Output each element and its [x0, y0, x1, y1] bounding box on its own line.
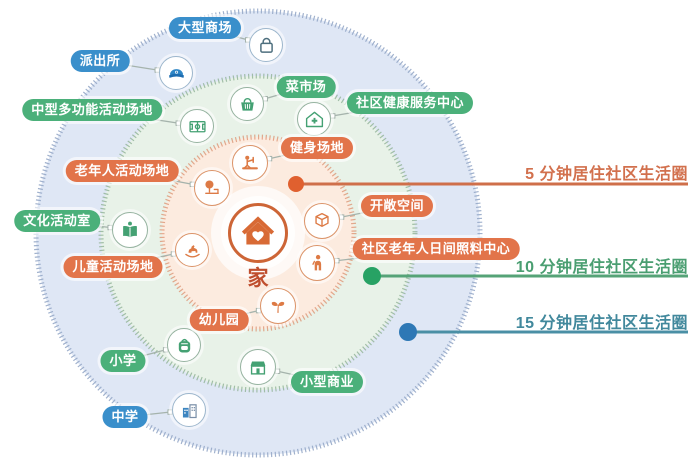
- sports-field-icon: [180, 109, 214, 143]
- storefront-icon: [240, 349, 276, 385]
- facility-pill-medium-multifunction-ground: 中型多功能活动场地: [22, 99, 162, 121]
- health-house-icon: [297, 102, 331, 136]
- home-heart-icon: [240, 213, 276, 254]
- facility-pill-small-business: 小型商业: [290, 371, 364, 393]
- legend-15min-dot: [399, 323, 417, 341]
- market-basket-icon: [230, 87, 264, 121]
- rocking-horse-icon: [175, 233, 209, 267]
- shopping-bag-icon: [249, 28, 283, 62]
- fitness-icon: [232, 145, 268, 181]
- home-node: [228, 203, 288, 263]
- legend-5min-label: 5 分钟居住社区生活圈: [525, 166, 688, 183]
- reading-book-icon: [112, 212, 148, 248]
- legend-5min-dot: [288, 176, 304, 192]
- facility-pill-large-shopping-mall: 大型商场: [168, 17, 242, 39]
- ring-10min-hatch: [98, 73, 418, 393]
- ring-15min-hatch: [33, 8, 483, 458]
- facility-pill-vegetable-market: 菜市场: [276, 76, 336, 98]
- legend-10min-dot: [363, 267, 381, 285]
- facility-pill-elderly-activity-ground: 老年人活动场地: [65, 160, 179, 182]
- police-cap-icon: [159, 56, 193, 90]
- facility-pill-fitness-ground: 健身场地: [280, 137, 354, 159]
- sprout-icon: [260, 288, 296, 324]
- ring-5min-hatch: [159, 134, 357, 332]
- facility-pill-open-space: 开敞空间: [360, 195, 434, 217]
- elder-person-icon: [299, 245, 335, 281]
- facility-pill-children-activity-ground: 儿童活动场地: [63, 256, 163, 278]
- school-buildings-icon: [172, 393, 206, 427]
- facility-pill-elderly-daycare-center: 社区老年人日间照料中心: [352, 238, 520, 260]
- legend-15min-label: 15 分钟居住社区生活圈: [515, 315, 688, 332]
- legend-10min-label: 10 分钟居住社区生活圈: [515, 259, 688, 276]
- backpack-icon: [167, 328, 201, 362]
- facility-pill-police-station: 派出所: [70, 50, 130, 72]
- facility-pill-community-health-center: 社区健康服务中心: [346, 92, 474, 114]
- facility-pill-primary-school: 小学: [100, 350, 146, 372]
- tree-bench-icon: [194, 170, 230, 206]
- home-label: 家: [247, 267, 269, 290]
- cube-icon: [304, 203, 340, 239]
- facility-pill-middle-school: 中学: [102, 406, 148, 428]
- facility-pill-cultural-activity-room: 文化活动室: [14, 210, 100, 232]
- facility-pill-kindergarten: 幼儿园: [189, 309, 249, 331]
